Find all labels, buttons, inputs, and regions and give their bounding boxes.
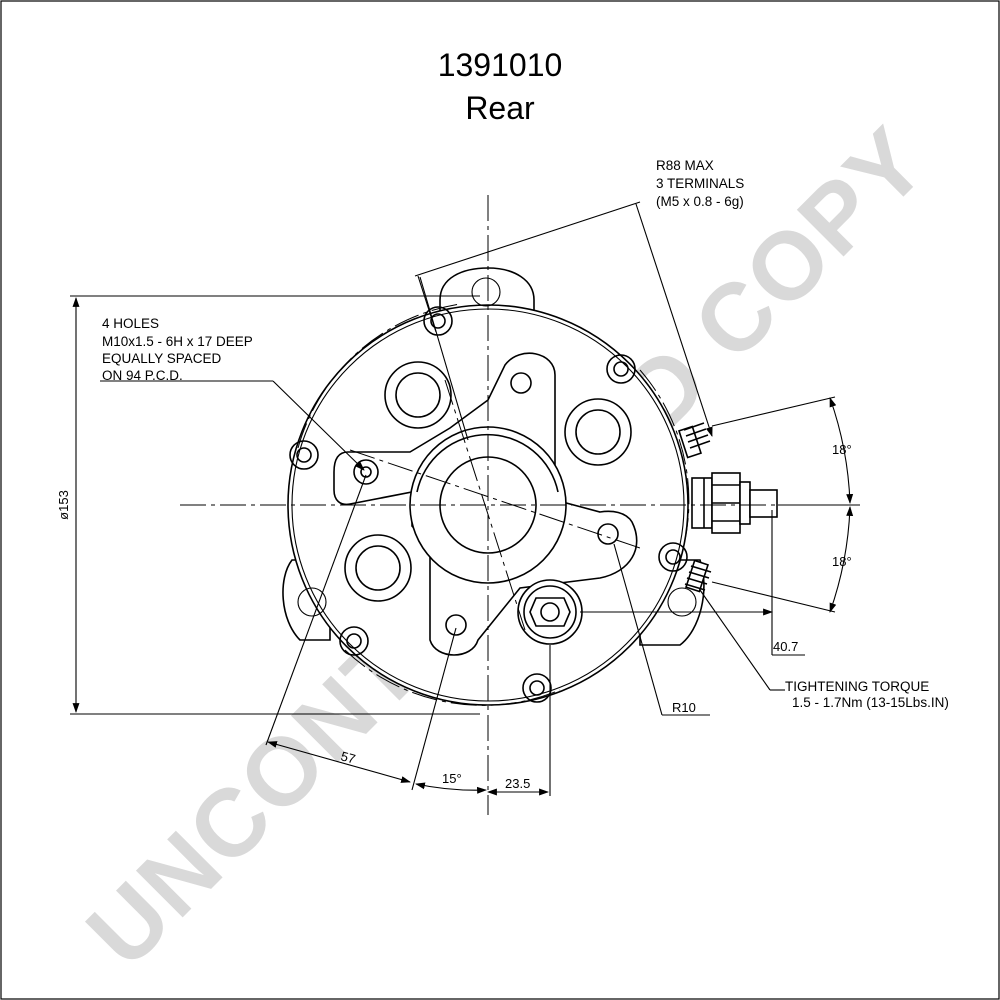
- mounting-bolt: [289, 440, 319, 470]
- dim-diameter: ø153: [56, 295, 480, 715]
- part-number: 1391010: [438, 47, 563, 83]
- offset-23-5-label: 23.5: [505, 776, 530, 791]
- terminals-note-line-1: R88 MAX: [656, 158, 714, 173]
- dim-offset-40-7: 40.7: [580, 510, 805, 656]
- terminals-note-line-2: 3 TERMINALS: [656, 176, 744, 191]
- mounting-bolt: [658, 542, 688, 572]
- terminals-note-line-3: (M5 x 0.8 - 6g): [656, 194, 744, 209]
- view-label: Rear: [465, 90, 535, 126]
- mounting-bolt: [339, 626, 369, 656]
- holes-note-line-4: ON 94 P.C.D.: [102, 368, 183, 383]
- mounting-bolt: [423, 306, 453, 336]
- dim-angles-18: 18° 18°: [711, 396, 860, 613]
- offset-right-label: 40.7: [773, 639, 798, 654]
- length-57-label: 57: [339, 748, 357, 766]
- torque-note-line-1: TIGHTENING TORQUE: [785, 679, 929, 694]
- radius-label: R10: [672, 700, 696, 715]
- dim-radius: R10: [613, 543, 710, 716]
- dim-bottom: 57 23.5 15°: [265, 474, 551, 796]
- mounting-bolt: [606, 354, 636, 384]
- holes-note-line-2: M10x1.5 - 6H x 17 DEEP: [102, 334, 253, 349]
- angle-15-label: 15°: [442, 771, 462, 786]
- holes-note-line-1: 4 HOLES: [102, 316, 159, 331]
- terminal-upper: [678, 422, 711, 459]
- dim-torque: TIGHTENING TORQUE 1.5 - 1.7Nm (13-15Lbs.…: [699, 589, 949, 710]
- angle-top-label: 18°: [832, 442, 852, 457]
- terminal-lower: [684, 559, 712, 593]
- holes-note-line-3: EQUALLY SPACED: [102, 351, 222, 366]
- dim-holes: 4 HOLES M10x1.5 - 6H x 17 DEEP EQUALLY S…: [100, 316, 365, 471]
- angle-bottom-label: 18°: [832, 554, 852, 569]
- terminal-main: [691, 472, 778, 534]
- alternator-housing: [282, 267, 705, 706]
- centre-lines: [180, 195, 800, 815]
- torque-note-line-2: 1.5 - 1.7Nm (13-15Lbs.IN): [792, 695, 949, 710]
- dim-terminals: R88 MAX 3 TERMINALS (M5 x 0.8 - 6g): [414, 158, 744, 441]
- mounting-bolt: [522, 673, 552, 703]
- diameter-label: ø153: [56, 490, 71, 520]
